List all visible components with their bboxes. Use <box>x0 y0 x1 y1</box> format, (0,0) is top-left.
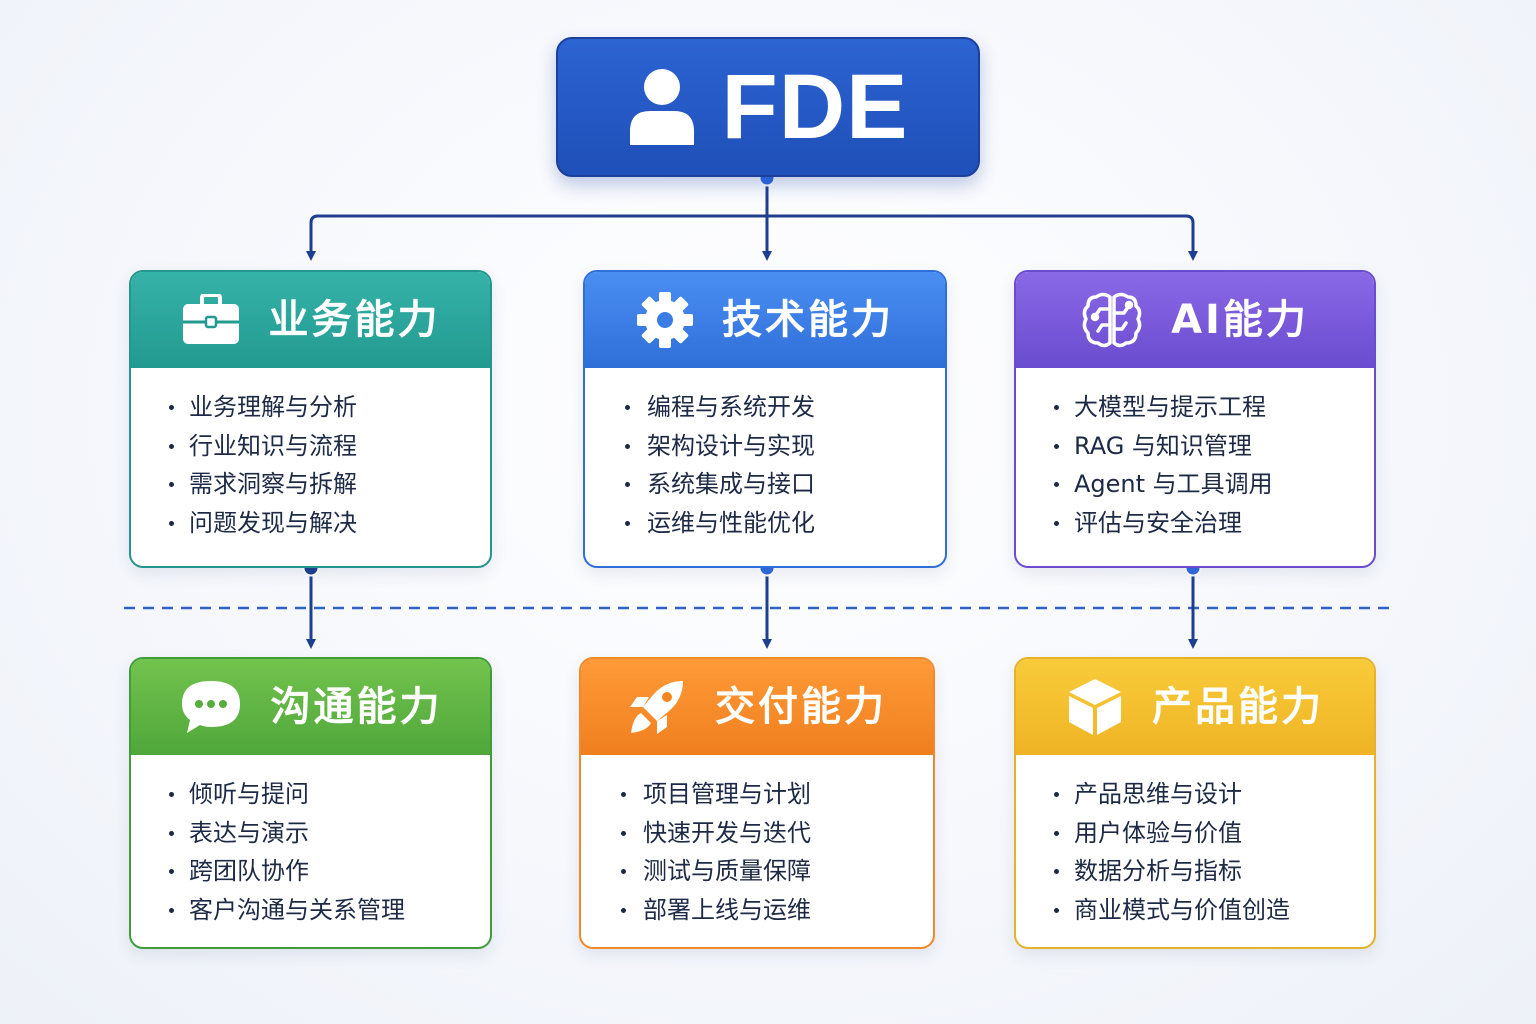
list-item: 架构设计与实现 <box>585 427 945 466</box>
ai-card-title: AI能力 <box>1171 297 1309 343</box>
communication-skill-list: 倾听与提问 表达与演示 跨团队协作 客户沟通与关系管理 <box>131 755 490 930</box>
briefcase-icon <box>181 294 241 346</box>
tech-skill-list: 编程与系统开发 架构设计与实现 系统集成与接口 运维与性能优化 <box>585 368 945 543</box>
delivery-card-title: 交付能力 <box>715 684 887 730</box>
cube-icon <box>1066 677 1124 737</box>
product-skill-list: 产品思维与设计 用户体验与价值 数据分析与指标 商业模式与价值创造 <box>1016 755 1374 930</box>
list-item: 快速开发与迭代 <box>581 814 933 853</box>
list-item: 表达与演示 <box>131 814 490 853</box>
delivery-capability-card: 交付能力 项目管理与计划 快速开发与迭代 测试与质量保障 部署上线与运维 <box>579 657 935 949</box>
list-item: 测试与质量保障 <box>581 852 933 891</box>
list-item: 商业模式与价值创造 <box>1016 891 1374 930</box>
list-item: 跨团队协作 <box>131 852 490 891</box>
list-item: 用户体验与价值 <box>1016 814 1374 853</box>
tech-card-header: 技术能力 <box>585 272 945 368</box>
business-card-header: 业务能力 <box>131 272 490 368</box>
list-item: 倾听与提问 <box>131 775 490 814</box>
delivery-card-header: 交付能力 <box>581 659 933 755</box>
ai-skill-list: 大模型与提示工程 RAG 与知识管理 Agent 与工具调用 评估与安全治理 <box>1016 368 1374 543</box>
chat-bubble-icon <box>179 678 243 736</box>
delivery-skill-list: 项目管理与计划 快速开发与迭代 测试与质量保障 部署上线与运维 <box>581 755 933 930</box>
gear-icon <box>636 291 694 349</box>
brain-circuit-icon <box>1081 291 1143 349</box>
communication-card-header: 沟通能力 <box>131 659 490 755</box>
root-title: FDE <box>721 56 909 158</box>
list-item: 编程与系统开发 <box>585 388 945 427</box>
tech-capability-card: 技术能力 编程与系统开发 架构设计与实现 系统集成与接口 运维与性能优化 <box>583 270 947 568</box>
tech-card-title: 技术能力 <box>722 297 894 343</box>
list-item: 问题发现与解决 <box>131 504 490 543</box>
list-item: 部署上线与运维 <box>581 891 933 930</box>
ai-capability-card: AI能力 大模型与提示工程 RAG 与知识管理 Agent 与工具调用 评估与安… <box>1014 270 1376 568</box>
communication-card-title: 沟通能力 <box>270 684 443 730</box>
product-card-title: 产品能力 <box>1152 684 1324 730</box>
ai-card-header: AI能力 <box>1016 272 1374 368</box>
lower-branch-lines <box>306 568 1198 649</box>
list-item: 大模型与提示工程 <box>1016 388 1374 427</box>
list-item: 行业知识与流程 <box>131 427 490 466</box>
root-node: FDE <box>556 37 980 177</box>
product-capability-card: 产品能力 产品思维与设计 用户体验与价值 数据分析与指标 商业模式与价值创造 <box>1014 657 1376 949</box>
list-item: 业务理解与分析 <box>131 388 490 427</box>
list-item: 运维与性能优化 <box>585 504 945 543</box>
list-item: 系统集成与接口 <box>585 465 945 504</box>
list-item: 项目管理与计划 <box>581 775 933 814</box>
product-card-header: 产品能力 <box>1016 659 1374 755</box>
business-skill-list: 业务理解与分析 行业知识与流程 需求洞察与拆解 问题发现与解决 <box>131 368 490 543</box>
list-item: 客户沟通与关系管理 <box>131 891 490 930</box>
person-icon <box>628 67 696 147</box>
root-branch-lines <box>306 178 1198 261</box>
list-item: 评估与安全治理 <box>1016 504 1374 543</box>
business-capability-card: 业务能力 业务理解与分析 行业知识与流程 需求洞察与拆解 问题发现与解决 <box>129 270 492 568</box>
list-item: RAG 与知识管理 <box>1016 427 1374 466</box>
list-item: Agent 与工具调用 <box>1016 465 1374 504</box>
business-card-title: 业务能力 <box>268 297 441 343</box>
list-item: 数据分析与指标 <box>1016 852 1374 891</box>
list-item: 产品思维与设计 <box>1016 775 1374 814</box>
list-item: 需求洞察与拆解 <box>131 465 490 504</box>
communication-capability-card: 沟通能力 倾听与提问 表达与演示 跨团队协作 客户沟通与关系管理 <box>129 657 492 949</box>
rocket-icon <box>627 677 687 737</box>
